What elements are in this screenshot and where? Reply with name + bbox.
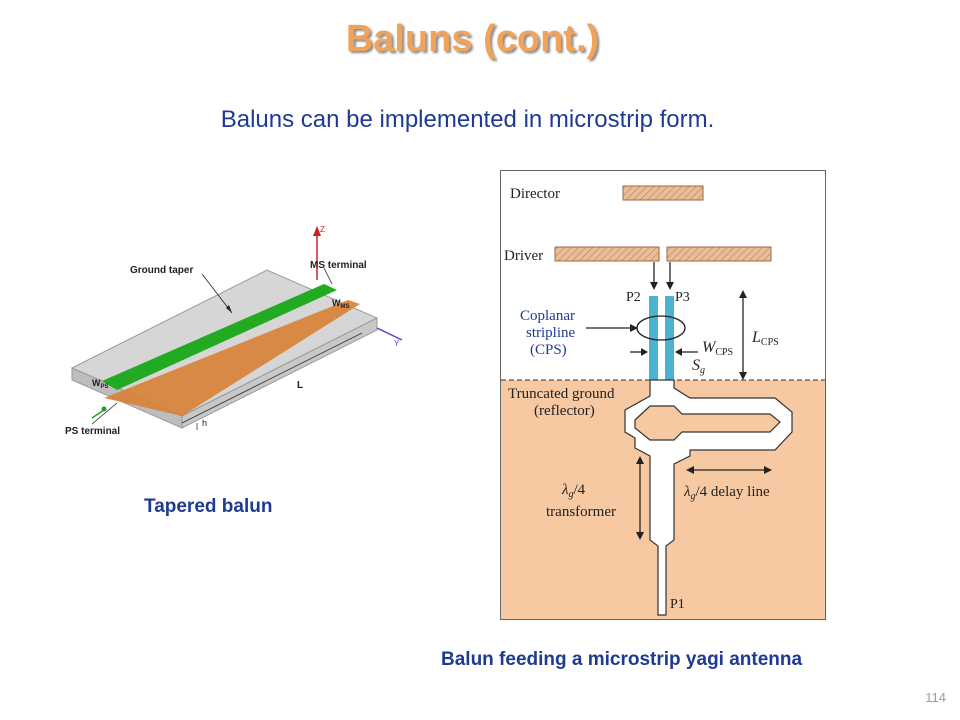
cps-label-line1: Coplanar bbox=[520, 308, 575, 324]
p2-label: P2 bbox=[626, 290, 641, 305]
driver-label: Driver bbox=[504, 248, 543, 264]
ground-taper-shape bbox=[104, 300, 360, 416]
page-number: 114 bbox=[925, 690, 946, 705]
length-label: L bbox=[297, 380, 303, 391]
ms-terminal-label: MS terminal bbox=[310, 260, 367, 271]
s-g-label: Sg bbox=[692, 357, 705, 376]
tapered-balun-caption: Tapered balun bbox=[144, 496, 273, 517]
y-axis-label: Y bbox=[394, 339, 400, 348]
director-label: Director bbox=[510, 186, 560, 202]
cps-strip-right bbox=[665, 296, 674, 380]
ground-label-line2: (reflector) bbox=[534, 403, 595, 419]
w-cps-label: WCPS bbox=[702, 339, 733, 358]
ps-terminal-label: PS terminal bbox=[65, 426, 120, 437]
yagi-antenna-figure: Director Driver P2 P3 Coplanar stripline… bbox=[500, 170, 826, 620]
w-ms-label: WMS bbox=[332, 298, 350, 310]
p3-label: P3 bbox=[675, 290, 690, 305]
delay-line-label: λg/4 delay line bbox=[683, 484, 770, 502]
l-cps-label: LCPS bbox=[751, 329, 779, 348]
microstrip-shape bbox=[102, 284, 337, 390]
tapered-balun-figure: Ground taper MS terminal PS terminal WMS… bbox=[62, 218, 414, 442]
driver-element-left bbox=[554, 246, 660, 262]
director-element bbox=[622, 185, 704, 201]
cps-strip-left bbox=[649, 296, 658, 380]
yagi-antenna-caption: Balun feeding a microstrip yagi antenna bbox=[441, 649, 803, 670]
slide-title: Baluns (cont.) bbox=[345, 18, 600, 60]
w-ps-label: WPS bbox=[92, 378, 109, 390]
cps-label-line3: (CPS) bbox=[530, 342, 567, 358]
p1-label: P1 bbox=[670, 597, 685, 612]
transformer-fraction-label: λg/4 bbox=[561, 482, 586, 500]
slide-subtitle: Baluns can be implemented in microstrip … bbox=[220, 106, 715, 133]
ground-label-line1: Truncated ground bbox=[508, 386, 615, 402]
driver-element-right bbox=[666, 246, 772, 262]
ground-taper-label: Ground taper bbox=[130, 265, 193, 276]
transformer-label: transformer bbox=[546, 504, 616, 520]
cps-label-line2: stripline bbox=[526, 325, 576, 341]
z-axis-label: Z bbox=[320, 225, 325, 234]
height-label: h bbox=[202, 418, 207, 428]
